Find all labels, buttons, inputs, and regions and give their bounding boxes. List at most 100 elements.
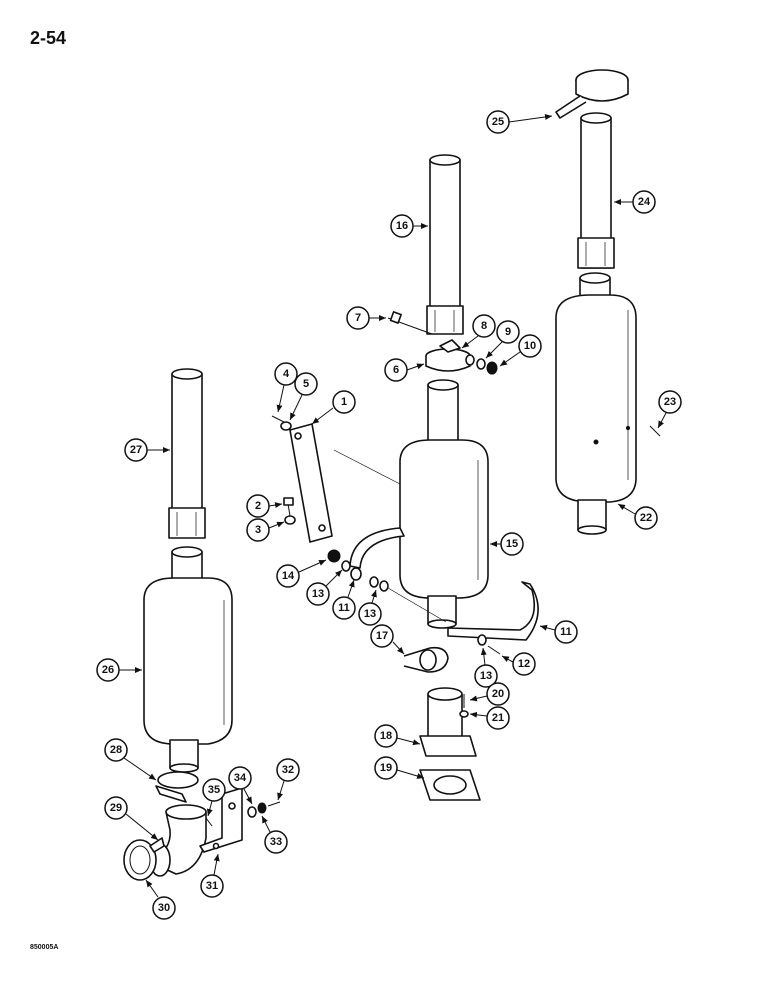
svg-text:23: 23 bbox=[664, 396, 676, 408]
gasket-19 bbox=[419, 769, 481, 801]
callout-11a: 11 bbox=[332, 596, 356, 620]
callout-30: 30 bbox=[152, 896, 176, 920]
callout-14: 14 bbox=[276, 564, 300, 588]
svg-text:34: 34 bbox=[234, 772, 247, 784]
callout-9: 9 bbox=[496, 320, 520, 344]
bracket-31 bbox=[199, 787, 243, 853]
bolt-4-washer-5 bbox=[271, 415, 292, 431]
svg-text:7: 7 bbox=[355, 312, 361, 324]
clamp-30 bbox=[123, 837, 165, 881]
callout-13b: 13 bbox=[358, 602, 382, 626]
callout-10: 10 bbox=[518, 334, 542, 358]
callout-7: 7 bbox=[346, 306, 370, 330]
svg-text:27: 27 bbox=[130, 444, 142, 456]
bolt-20-21 bbox=[459, 694, 469, 718]
svg-text:32: 32 bbox=[282, 764, 294, 776]
callout-34: 34 bbox=[228, 766, 252, 790]
hardware-13-14 bbox=[327, 549, 501, 655]
muffler-center bbox=[399, 379, 489, 629]
figure-code: 850005A bbox=[30, 944, 59, 951]
muffler-right bbox=[555, 272, 637, 535]
svg-text:1: 1 bbox=[341, 396, 347, 408]
svg-text:2: 2 bbox=[255, 500, 261, 512]
callout-15: 15 bbox=[500, 532, 524, 556]
callout-32: 32 bbox=[276, 758, 300, 782]
callout-29: 29 bbox=[104, 796, 128, 820]
svg-text:15: 15 bbox=[506, 538, 518, 550]
callout-20: 20 bbox=[486, 682, 510, 706]
svg-text:16: 16 bbox=[396, 220, 408, 232]
svg-text:13: 13 bbox=[312, 588, 324, 600]
callout-3: 3 bbox=[246, 518, 270, 542]
clamp-28 bbox=[155, 771, 199, 803]
svg-text:20: 20 bbox=[492, 688, 504, 700]
svg-text:28: 28 bbox=[110, 744, 122, 756]
callout-31: 31 bbox=[200, 874, 224, 898]
exhaust-pipe-left bbox=[168, 368, 206, 539]
strap-11-upper bbox=[349, 527, 405, 569]
screw-23 bbox=[649, 425, 661, 437]
callout-19: 19 bbox=[374, 756, 398, 780]
svg-text:31: 31 bbox=[206, 880, 218, 892]
callout-18: 18 bbox=[374, 724, 398, 748]
callout-27: 27 bbox=[124, 438, 148, 462]
svg-text:25: 25 bbox=[492, 116, 504, 128]
callout-23: 23 bbox=[658, 390, 682, 414]
mounting-bracket-1 bbox=[289, 423, 401, 543]
svg-text:9: 9 bbox=[505, 326, 511, 338]
svg-text:10: 10 bbox=[524, 340, 536, 352]
callout-13a: 13 bbox=[306, 582, 330, 606]
callout-8: 8 bbox=[472, 314, 496, 338]
svg-text:19: 19 bbox=[380, 762, 392, 774]
svg-text:24: 24 bbox=[638, 196, 651, 208]
callout-17: 17 bbox=[370, 624, 394, 648]
callout-24: 24 bbox=[632, 190, 656, 214]
svg-text:11: 11 bbox=[560, 626, 572, 638]
callout-33: 33 bbox=[264, 830, 288, 854]
strap-11-lower bbox=[447, 581, 539, 641]
callout-6: 6 bbox=[384, 358, 408, 382]
svg-text:33: 33 bbox=[270, 836, 282, 848]
svg-text:26: 26 bbox=[102, 664, 114, 676]
svg-text:21: 21 bbox=[492, 712, 504, 724]
elbow-flange-18 bbox=[419, 687, 477, 757]
callout-22: 22 bbox=[634, 506, 658, 530]
callout-1: 1 bbox=[332, 390, 356, 414]
callout-35: 35 bbox=[202, 778, 226, 802]
svg-text:13: 13 bbox=[364, 608, 376, 620]
callout-4: 4 bbox=[274, 362, 298, 386]
svg-text:14: 14 bbox=[282, 570, 295, 582]
svg-text:17: 17 bbox=[376, 630, 388, 642]
callout-16: 16 bbox=[390, 214, 414, 238]
bolt-2-washer-3 bbox=[283, 497, 296, 525]
clamp-6 bbox=[425, 339, 471, 372]
svg-text:18: 18 bbox=[380, 730, 392, 742]
exhaust-pipe-right bbox=[577, 112, 615, 269]
callout-26: 26 bbox=[96, 658, 120, 682]
svg-text:22: 22 bbox=[640, 512, 652, 524]
muffler-left bbox=[143, 546, 233, 773]
callout-2: 2 bbox=[246, 494, 270, 518]
svg-text:11: 11 bbox=[338, 602, 350, 614]
svg-text:13: 13 bbox=[480, 670, 492, 682]
callout-5: 5 bbox=[294, 372, 318, 396]
exhaust-pipe-center bbox=[426, 154, 464, 335]
rain-cap bbox=[555, 69, 629, 119]
callout-25: 25 bbox=[486, 110, 510, 134]
svg-text:30: 30 bbox=[158, 902, 170, 914]
svg-text:29: 29 bbox=[110, 802, 122, 814]
svg-text:35: 35 bbox=[208, 784, 220, 796]
callout-11b: 11 bbox=[554, 620, 578, 644]
svg-text:12: 12 bbox=[518, 658, 530, 670]
svg-text:4: 4 bbox=[283, 368, 290, 380]
hardware-32-33-34-35 bbox=[205, 801, 281, 827]
callout-28: 28 bbox=[104, 738, 128, 762]
callout-13c: 13 bbox=[474, 664, 498, 688]
callout-12: 12 bbox=[512, 652, 536, 676]
u-bolt-clamp-17 bbox=[403, 646, 449, 673]
callout-21: 21 bbox=[486, 706, 510, 730]
svg-text:8: 8 bbox=[481, 320, 487, 332]
svg-text:5: 5 bbox=[303, 378, 309, 390]
washers-8-9-10 bbox=[465, 354, 498, 375]
